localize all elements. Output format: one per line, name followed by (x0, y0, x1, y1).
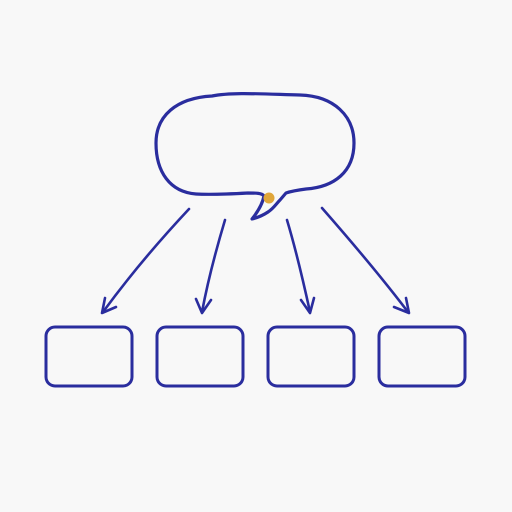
arrow-2-shaft (200, 218, 227, 314)
target-box-3 (266, 325, 356, 388)
edges (100, 206, 411, 315)
source-node (154, 92, 356, 221)
arrow-3 (285, 218, 316, 315)
arrow-1-head (100, 296, 118, 315)
arrow-3-shaft (285, 218, 312, 314)
arrow-4-shaft (320, 206, 410, 314)
accent-dot (263, 192, 275, 204)
arrow-2-head (194, 297, 213, 315)
arrow-4-head (392, 296, 411, 315)
target-box-1 (44, 325, 134, 388)
arrow-2 (194, 218, 227, 315)
target-box-2 (155, 325, 245, 388)
target-box-4 (377, 325, 467, 388)
target-nodes (44, 325, 467, 388)
arrow-1-shaft (101, 207, 191, 314)
arrow-4 (320, 206, 411, 315)
arrow-1 (100, 207, 191, 315)
arrow-3-head (299, 296, 316, 315)
speech-bubble (154, 92, 356, 221)
